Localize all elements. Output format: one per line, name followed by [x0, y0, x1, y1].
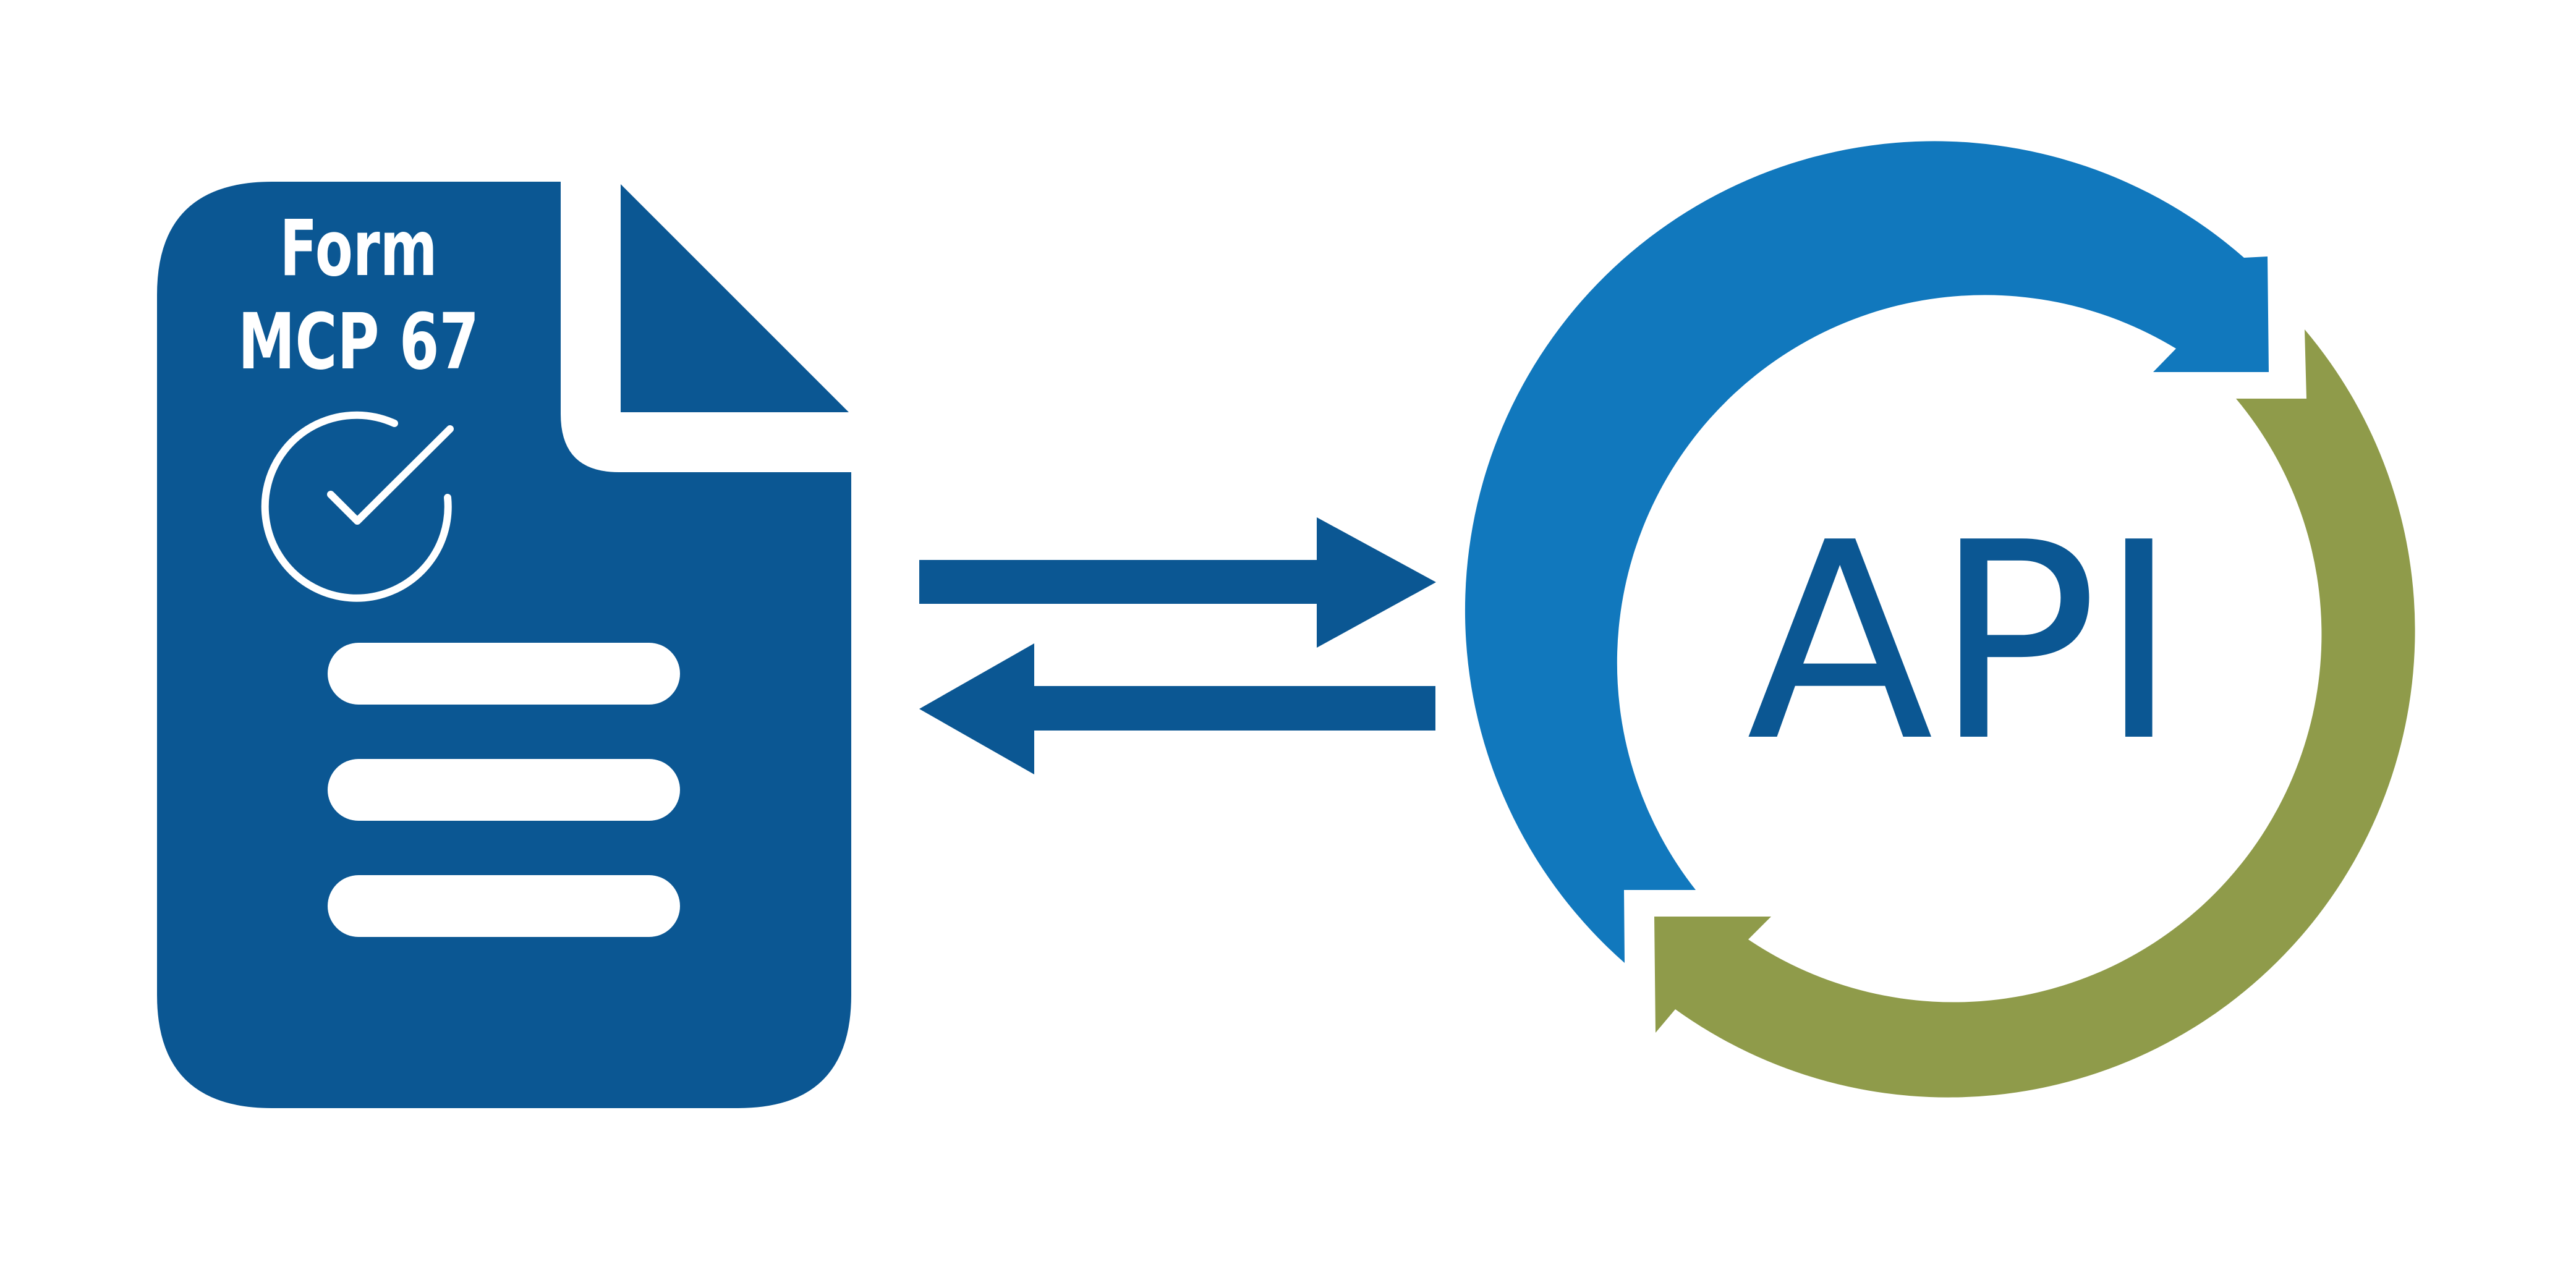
text-line-icon [328, 643, 680, 705]
document-fold [621, 184, 849, 412]
form-title-line1: Form [280, 204, 438, 294]
text-line-icon [328, 759, 680, 821]
left-arrow-icon [919, 643, 1435, 774]
document-icon: Form MCP 67 [157, 182, 851, 1108]
text-line-icon [328, 875, 680, 937]
right-arrow-icon [919, 517, 1436, 648]
check-circle-icon [261, 411, 454, 602]
form-title-line2: MCP 67 [238, 297, 479, 387]
cycle-arc-blue [1464, 141, 2269, 964]
cycle-arc-green [1654, 329, 2415, 1098]
cycle-arrows-icon: API [1464, 141, 2415, 1098]
api-label: API [1746, 485, 2179, 801]
